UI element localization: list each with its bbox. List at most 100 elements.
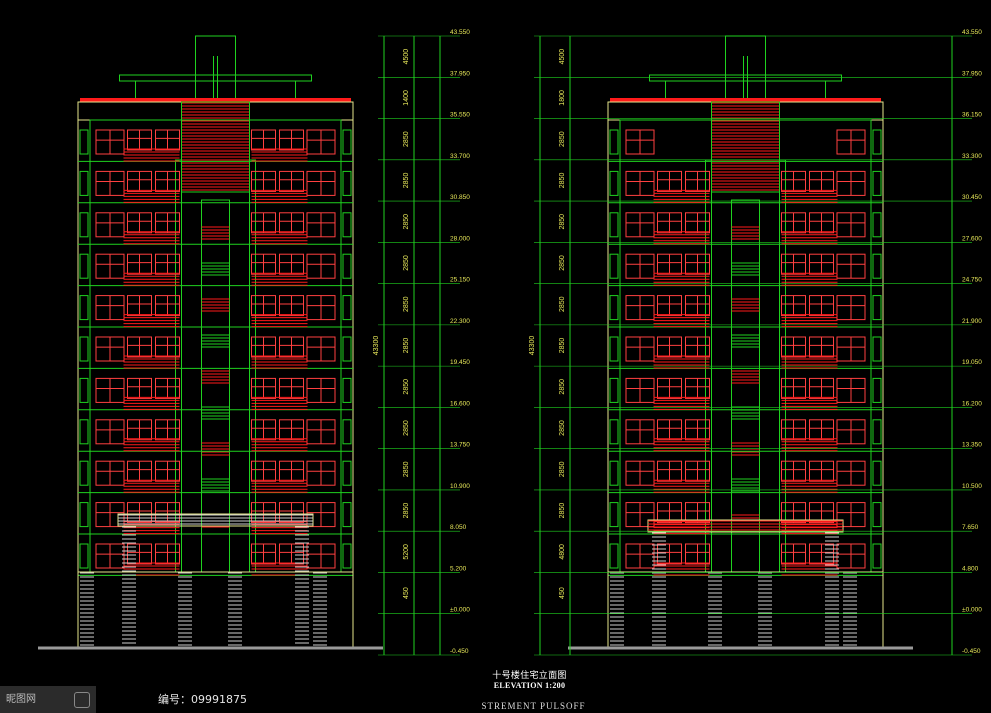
outer-window [625,543,655,569]
bay-window [127,170,152,192]
roof-crown-frame [725,35,766,101]
side-window [872,543,882,569]
floor-row [608,212,883,245]
bay-window [279,295,304,317]
balcony-rail-hatch [251,189,308,203]
bay-window [155,295,180,317]
side-window [609,295,619,321]
segment-dim-label: 2850 [559,379,566,395]
bay-window [155,543,180,565]
bay-window [781,377,806,399]
stair-window-hatch [731,478,760,492]
balcony-rail-hatch [653,396,710,410]
outer-window [625,336,655,362]
bay-window [685,377,710,399]
bay-window [127,212,152,234]
outer-window [95,336,125,362]
side-window [342,377,352,403]
bay-window [809,502,834,524]
ground-pier [708,572,722,646]
outer-window [625,377,655,403]
bay-window [781,502,806,524]
level-label: 37.950 [450,70,470,77]
side-window [609,129,619,155]
side-window [609,460,619,486]
side-window [872,502,882,528]
bay-window [685,502,710,524]
bay-window [781,460,806,482]
outer-window [625,129,655,155]
ground-pier [178,572,192,646]
bay-window [657,419,682,441]
outer-window [306,170,336,196]
balcony-rail-hatch [781,438,838,452]
segment-dim-label: 2850 [559,173,566,189]
bay-window [155,170,180,192]
outer-window [836,336,866,362]
building-outline [77,119,354,573]
outer-window [95,377,125,403]
side-window [79,543,89,569]
stair-window-hatch [731,334,760,348]
floor-row [608,419,883,452]
side-window [342,170,352,196]
drawing-title-cn: 十号楼住宅立面图 [492,670,567,680]
roof-canopy [119,74,312,82]
floor-row [78,295,353,328]
watermark-badge: 昵图网 [0,686,96,713]
side-window [872,336,882,362]
floor-row [78,212,353,245]
side-window [342,460,352,486]
outer-window [95,253,125,279]
balcony-rail-hatch [653,521,710,535]
balcony-rail-hatch [123,521,180,535]
level-label: 35.550 [450,112,470,119]
stair-window-hatch [201,442,230,456]
floor-row [608,502,883,535]
level-label: 10.900 [450,483,470,490]
bay-window [657,170,682,192]
roof-canopy [649,74,842,82]
segment-dim-label: 4800 [559,544,566,560]
floor-row [608,253,883,287]
side-window [79,336,89,362]
level-label: 43.550 [450,29,470,36]
bay-window [155,253,180,275]
bay-window [657,502,682,524]
stair-window-hatch [201,226,230,240]
bay-window [809,543,834,565]
drawing-title-en: ELEVATION 1:200 [493,681,566,690]
segment-dim-label: 2850 [403,296,410,312]
floor-row [78,543,353,576]
segment-dim-label: 2850 [559,214,566,230]
bay-window [809,460,834,482]
side-window [872,460,882,486]
level-label: 19.050 [962,359,982,366]
side-window [609,377,619,403]
floor-row [78,377,353,411]
bay-window [155,336,180,358]
roof-core-frame [711,101,780,193]
outer-window [95,419,125,445]
bay-window [279,129,304,151]
outer-window [625,502,655,528]
outer-window [306,253,336,279]
bay-window [781,295,806,317]
outer-window [306,377,336,403]
outer-window [836,543,866,569]
bay-window [685,419,710,441]
segment-dim-label: 2850 [403,173,410,189]
balcony-rail-hatch [123,479,180,493]
side-window [342,212,352,238]
floor-row [608,543,883,576]
segment-dim-label: 2850 [559,296,566,312]
bay-window [657,295,682,317]
entrance-canopy [647,519,844,533]
floor-row [78,336,353,369]
bay-window [809,212,834,234]
side-window [342,543,352,569]
floor-row [78,170,353,204]
portal-column-left [652,532,666,646]
bay-window [657,212,682,234]
stair-window-hatch [201,478,230,492]
